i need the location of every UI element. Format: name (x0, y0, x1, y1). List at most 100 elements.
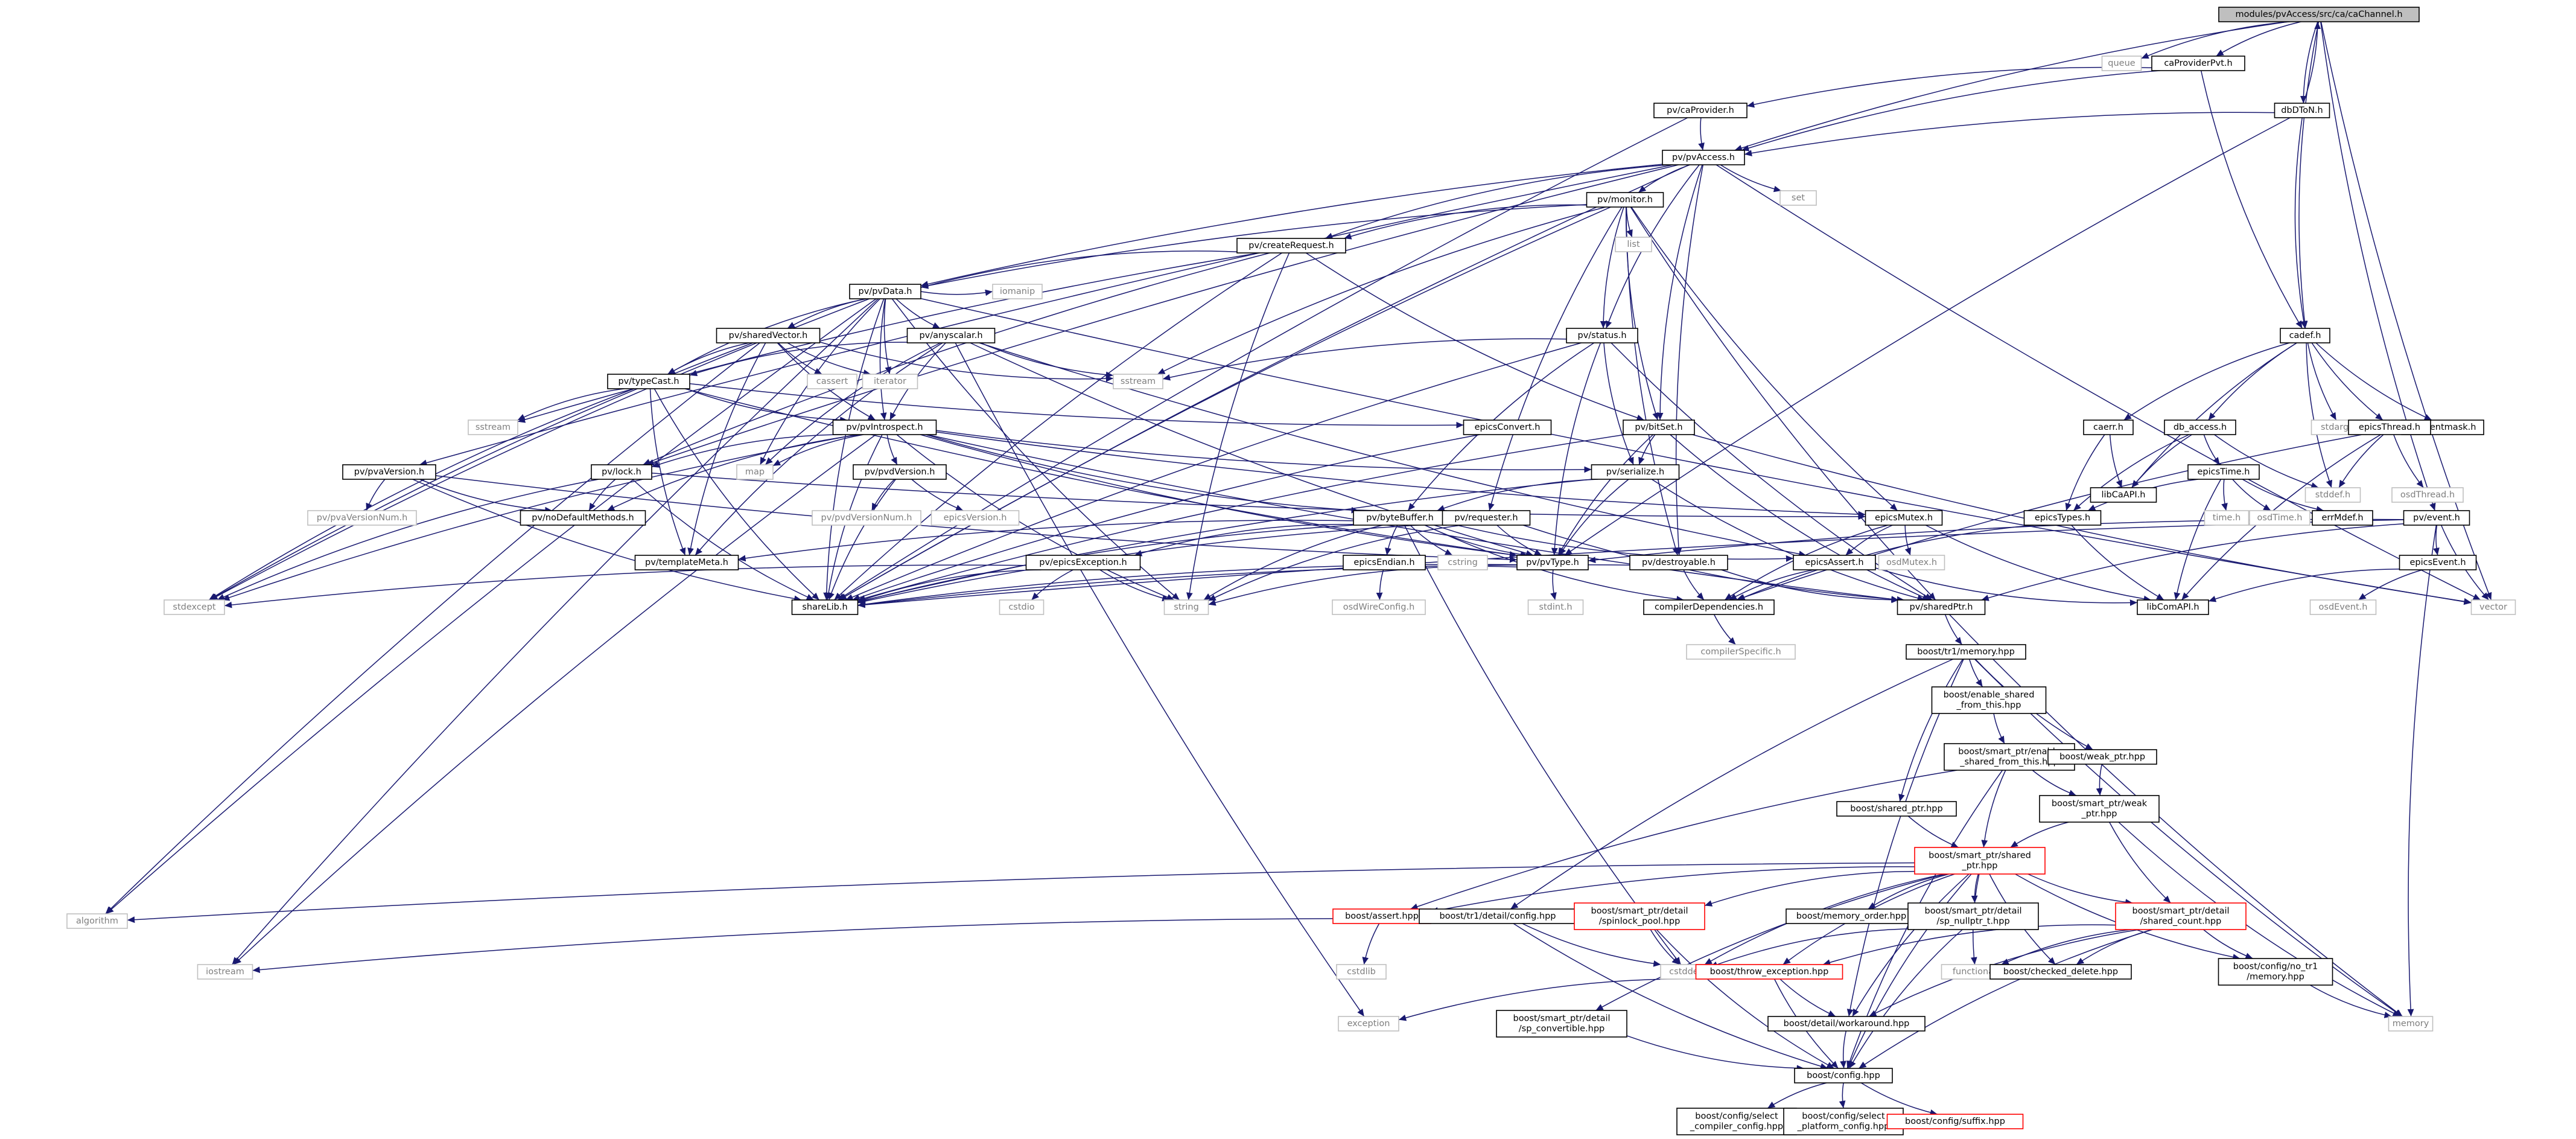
node-label-line: _compiler_config.hpp (1690, 1122, 1783, 1132)
node-label-line: iomanip (1000, 287, 1035, 296)
node-label: string (1174, 602, 1199, 612)
node-monitor[interactable]: pv/monitor.h (1586, 192, 1664, 208)
node-spNullptr[interactable]: boost/smart_ptr/detail/sp_nullptr_t.hpp (1907, 902, 2039, 930)
edge-line (2071, 525, 2164, 601)
node-epicsEvent[interactable]: epicsEvent.h (2399, 555, 2477, 570)
node-pvAccess[interactable]: pv/pvAccess.h (1662, 150, 1745, 165)
node-spinlockPool[interactable]: boost/smart_ptr/detail/spinlock_pool.hpp (1574, 902, 1705, 930)
node-selCompiler[interactable]: boost/config/select_compiler_config.hpp (1676, 1108, 1797, 1135)
node-pvdVersion[interactable]: pv/pvdVersion.h (853, 464, 947, 480)
edge-sharedVector-to-cassert (778, 342, 822, 375)
node-caProvider[interactable]: pv/caProvider.h (1653, 103, 1748, 118)
node-root[interactable]: modules/pvAccess/src/ca/caChannel.h (2218, 7, 2420, 22)
edge-line (920, 289, 993, 296)
edge-line (667, 342, 749, 375)
node-label-line: boost/smart_ptr/detail (1591, 907, 1688, 916)
node-label-line: boost/smart_ptr/weak (2052, 799, 2148, 809)
node-noDefaultMethods[interactable]: pv/noDefaultMethods.h (520, 510, 646, 526)
node-epicsMutex[interactable]: epicsMutex.h (1865, 510, 1943, 526)
node-sharedPtr[interactable]: pv/sharedPtr.h (1897, 599, 1986, 615)
node-spWeakPtr[interactable]: boost/smart_ptr/weak_ptr.hpp (2039, 795, 2160, 823)
node-dbDToN[interactable]: dbDToN.h (2274, 103, 2330, 118)
node-label-line: osdWireConfig.h (1343, 602, 1415, 612)
node-epicsTime[interactable]: epicsTime.h (2187, 464, 2260, 480)
edge-spSharedPtr-to-sharedCount (2027, 873, 2133, 906)
node-spEnableShared[interactable]: boost/smart_ptr/enable_shared_from_this.… (1944, 743, 2075, 771)
edge-line (1550, 569, 1557, 601)
node-label: db_access.h (2174, 423, 2227, 432)
node-label-line: pv/anyscalar.h (919, 331, 982, 340)
node-pvIntrospect[interactable]: pv/pvIntrospect.h (832, 420, 937, 435)
node-epicsAssert[interactable]: epicsAssert.h (1793, 555, 1876, 570)
node-templateMeta[interactable]: pv/templateMeta.h (634, 555, 739, 570)
node-spSharedPtr[interactable]: boost/smart_ptr/shared_ptr.hpp (1914, 847, 2046, 875)
node-weakPtrHpp[interactable]: boost/weak_ptr.hpp (2047, 749, 2157, 765)
node-requester[interactable]: pv/requester.h (1442, 510, 1531, 526)
node-libComAPI[interactable]: libComAPI.h (2137, 599, 2209, 615)
node-label-line: cstring (1448, 558, 1478, 567)
node-libCaAPI[interactable]: libCaAPI.h (2090, 487, 2157, 503)
node-throwException[interactable]: boost/throw_exception.hpp (1695, 964, 1843, 980)
node-noTr1Memory[interactable]: boost/config/no_tr1/memory.hpp (2218, 958, 2333, 986)
node-compilerDependencies[interactable]: compilerDependencies.h (1643, 599, 1775, 615)
node-label-line: boost/enable_shared (1944, 691, 2035, 700)
node-sharedPtrHpp[interactable]: boost/shared_ptr.hpp (1836, 801, 1957, 817)
edge-line (1729, 569, 1814, 601)
node-label-line: errMdef.h (2321, 513, 2363, 523)
node-pvevent[interactable]: pv/event.h (2403, 510, 2470, 526)
node-epicsThread[interactable]: epicsThread.h (2348, 420, 2431, 435)
node-label: boost/checked_delete.hpp (2003, 967, 2118, 977)
node-typeCast[interactable]: pv/typeCast.h (607, 374, 690, 389)
node-status[interactable]: pv/status.h (1566, 328, 1638, 343)
node-caerr[interactable]: caerr.h (2083, 420, 2134, 435)
edge-pvlock-to-shareLib (632, 479, 815, 601)
node-epicsTypes[interactable]: epicsTypes.h (2023, 510, 2102, 526)
node-createRequest[interactable]: pv/createRequest.h (1236, 238, 1346, 254)
edge-pvAccess-to-monitor (1638, 164, 1690, 193)
node-sharedVector[interactable]: pv/sharedVector.h (716, 328, 821, 343)
node-label-line: pv/status.h (1577, 331, 1626, 340)
node-label: errMdef.h (2321, 513, 2363, 523)
node-bitSet[interactable]: pv/bitSet.h (1623, 420, 1695, 435)
edge-epicsAssert-to-libComAPI (1875, 567, 2138, 606)
node-memoryOrder[interactable]: boost/memory_order.hpp (1786, 908, 1917, 924)
node-pvlock[interactable]: pv/lock.h (591, 464, 652, 480)
node-enableSharedFromThis[interactable]: boost/enable_shared_from_this.hpp (1931, 686, 2047, 714)
edge-line (2407, 525, 2437, 1017)
edge-epicsTypes-to-libComAPI (2071, 525, 2164, 601)
node-shareLib[interactable]: shareLib.h (791, 599, 859, 615)
edge-line (1626, 206, 1633, 238)
edge-line (221, 434, 857, 601)
node-epicsConvert[interactable]: epicsConvert.h (1463, 420, 1552, 435)
node-workaround[interactable]: boost/detail/workaround.hpp (1767, 1016, 1926, 1032)
node-selPlatform[interactable]: boost/config/select_platform_config.hpp (1783, 1108, 1904, 1135)
node-sharedCount[interactable]: boost/smart_ptr/detail/shared_count.hpp (2115, 902, 2247, 930)
node-suffix[interactable]: boost/config/suffix.hpp (1886, 1114, 2024, 1129)
node-list: list (1615, 237, 1652, 252)
node-spConvertible[interactable]: boost/smart_ptr/detail/sp_convertible.hp… (1496, 1010, 1627, 1038)
node-caProviderPvt[interactable]: caProviderPvt.h (2151, 56, 2245, 71)
node-boostConfig[interactable]: boost/config.hpp (1794, 1068, 1893, 1083)
node-db_access[interactable]: db_access.h (2164, 420, 2236, 435)
node-epicsException[interactable]: pv/epicsException.h (1025, 555, 1141, 570)
node-cadef[interactable]: cadef.h (2280, 328, 2330, 343)
edge-line (2433, 525, 2440, 556)
node-errMdef[interactable]: errMdef.h (2312, 510, 2373, 526)
node-pvType[interactable]: pv/pvType.h (1516, 555, 1589, 570)
node-tr1Config[interactable]: boost/tr1/detail/config.hpp (1419, 908, 1577, 924)
node-serialize[interactable]: pv/serialize.h (1591, 464, 1680, 480)
node-checkedDelete[interactable]: boost/checked_delete.hpp (1989, 964, 2132, 980)
node-box (853, 464, 947, 480)
node-pvData[interactable]: pv/pvData.h (849, 284, 921, 299)
node-byteBuffer[interactable]: pv/byteBuffer.h (1353, 510, 1447, 526)
edge-line (765, 342, 941, 465)
node-epicsEndian[interactable]: epicsEndian.h (1343, 555, 1426, 570)
edge-pvaryscalar-to-pvType (970, 342, 1534, 557)
node-boostAssert[interactable]: boost/assert.hpp (1332, 908, 1431, 924)
node-pvaVersion[interactable]: pv/pvaVersion.h (342, 464, 436, 480)
node-destroyable[interactable]: pv/destroyable.h (1629, 555, 1728, 570)
edge-line (2118, 822, 2400, 1017)
node-label-line: compilerSpecific.h (1700, 647, 1781, 657)
node-tr1memory[interactable]: boost/tr1/memory.hpp (1906, 644, 2026, 660)
node-pvaryscalar[interactable]: pv/anyscalar.h (906, 328, 996, 343)
